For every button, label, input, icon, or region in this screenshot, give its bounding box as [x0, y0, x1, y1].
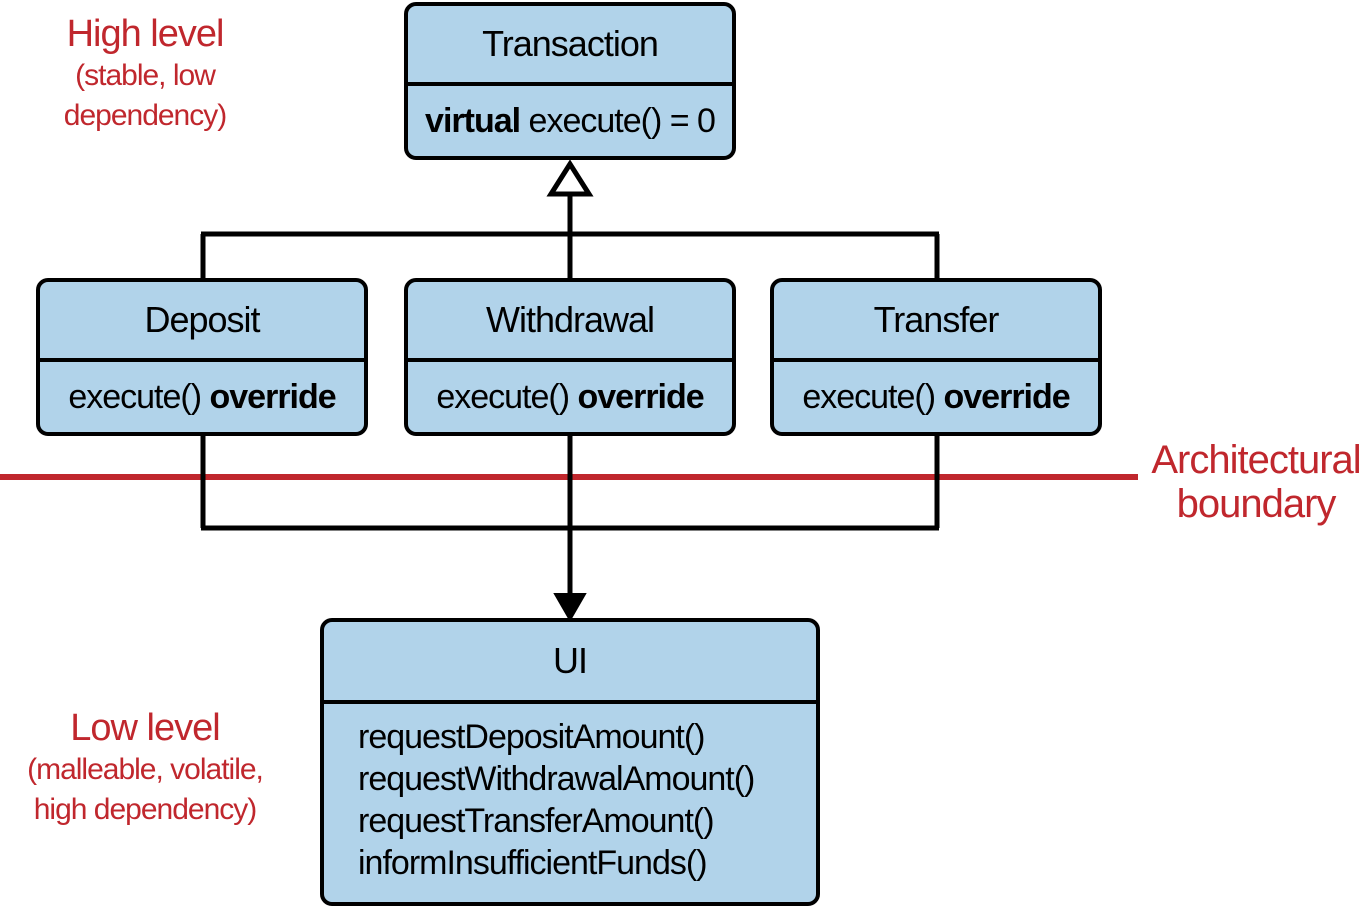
- transfer-method-signature: execute(): [802, 377, 936, 416]
- ui-method: requestTransferAmount(): [358, 802, 715, 840]
- override-keyword: override: [577, 377, 705, 416]
- class-withdrawal: Withdrawal execute() override: [404, 278, 736, 436]
- inheritance-connector: [200, 194, 940, 280]
- high-level-desc-line2: dependency): [63, 99, 227, 132]
- class-withdrawal-method: execute() override: [408, 362, 732, 432]
- override-keyword: override: [209, 377, 337, 416]
- high-level-title: High level: [66, 13, 225, 55]
- class-transaction: Transaction virtual execute() = 0: [404, 2, 736, 160]
- class-transaction-method: virtual execute() = 0: [408, 86, 732, 156]
- ui-method: requestDepositAmount(): [358, 718, 706, 756]
- class-deposit-name: Deposit: [40, 282, 364, 362]
- class-transfer-method: execute() override: [774, 362, 1098, 432]
- low-level-desc-line2: high dependency): [33, 793, 258, 826]
- class-deposit-method: execute() override: [40, 362, 364, 432]
- class-transaction-name: Transaction: [408, 6, 732, 86]
- transaction-method-signature: execute() = 0: [528, 101, 716, 140]
- low-level-desc-line1: (malleable, volatile,: [27, 753, 264, 786]
- boundary-label-line2: boundary: [1176, 482, 1337, 526]
- override-keyword: override: [943, 377, 1071, 416]
- ui-method: informInsufficientFunds(): [358, 844, 708, 882]
- class-deposit: Deposit execute() override: [36, 278, 368, 436]
- low-level-label: Low level (malleable, volatile, high dep…: [0, 706, 290, 830]
- boundary-label: Architectural boundary: [1144, 438, 1368, 526]
- class-ui-name: UI: [324, 622, 816, 704]
- dependency-connector: [200, 434, 940, 596]
- class-ui-methods: requestDepositAmount() requestWithdrawal…: [324, 704, 816, 884]
- class-transfer: Transfer execute() override: [770, 278, 1102, 436]
- virtual-keyword: virtual: [425, 101, 521, 140]
- deposit-method-signature: execute(): [68, 377, 202, 416]
- inheritance-arrowhead: [546, 159, 594, 197]
- high-level-label: High level (stable, low dependency): [30, 12, 260, 136]
- low-level-title: Low level: [70, 707, 220, 749]
- boundary-label-line1: Architectural: [1151, 438, 1361, 482]
- ui-method: requestWithdrawalAmount(): [358, 760, 755, 798]
- high-level-desc-line1: (stable, low: [75, 59, 216, 92]
- class-withdrawal-name: Withdrawal: [408, 282, 732, 362]
- dependency-arrowhead: [553, 593, 587, 623]
- class-ui: UI requestDepositAmount() requestWithdra…: [320, 618, 820, 906]
- class-transfer-name: Transfer: [774, 282, 1098, 362]
- withdrawal-method-signature: execute(): [436, 377, 570, 416]
